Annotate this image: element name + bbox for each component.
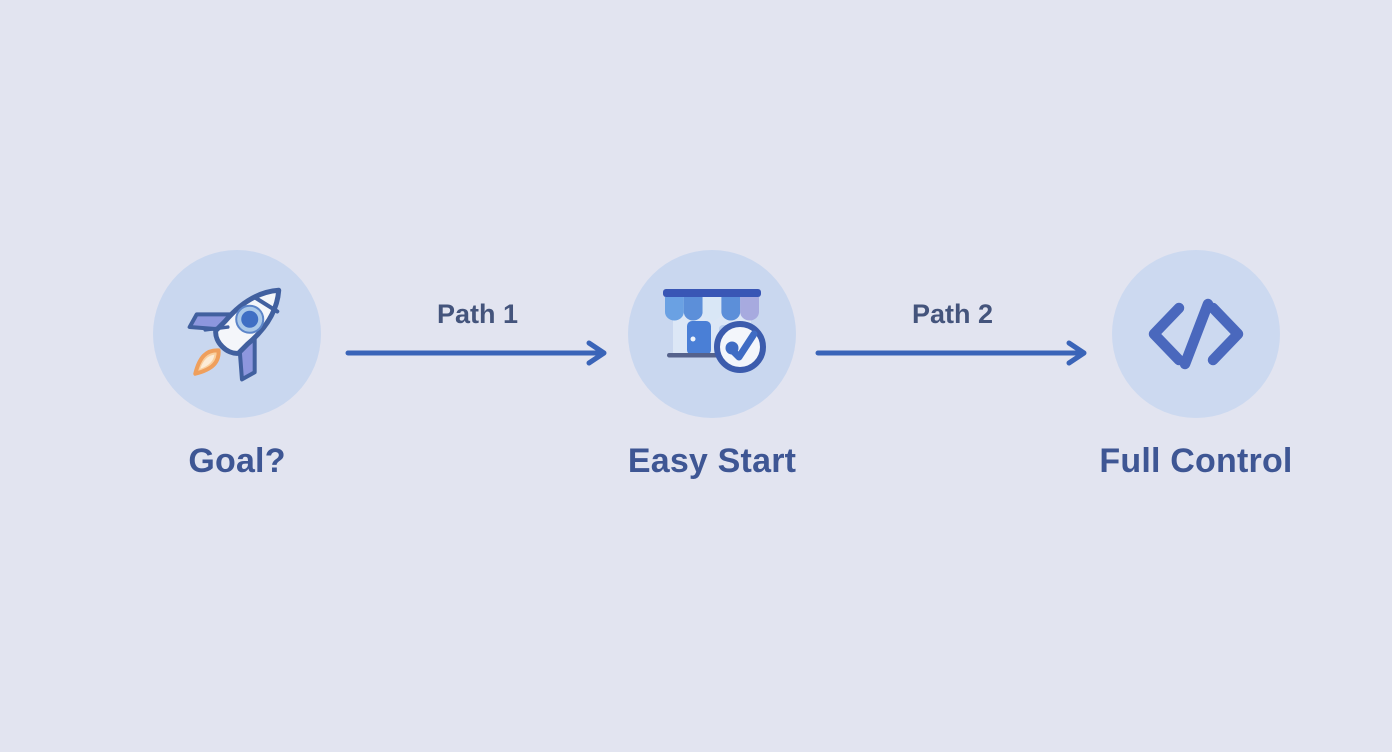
path-2-label: Path 2 xyxy=(911,299,994,329)
easy-start-label: Easy Start xyxy=(627,442,797,480)
easy-start-circle xyxy=(628,250,796,418)
node-goal: Goal? xyxy=(87,250,387,481)
store-door xyxy=(687,321,711,355)
goal-label: Goal? xyxy=(188,442,286,480)
code-icon xyxy=(1148,298,1244,370)
edge-path-1: Path 1 xyxy=(345,299,610,367)
check-badge-icon xyxy=(714,321,766,373)
goal-circle xyxy=(153,250,321,418)
full-control-circle xyxy=(1112,250,1280,418)
storefront-icon xyxy=(663,289,766,373)
node-full-control: Full Control xyxy=(1046,250,1346,481)
node-easy-start: Easy Start xyxy=(562,250,862,481)
edge-path-2: Path 2 xyxy=(815,299,1090,367)
arrow-right-icon xyxy=(815,340,1087,366)
path-1-label: Path 1 xyxy=(436,299,519,329)
arrow-right-icon xyxy=(345,340,607,366)
rocket-icon xyxy=(187,287,282,382)
full-control-label: Full Control xyxy=(1099,442,1293,480)
